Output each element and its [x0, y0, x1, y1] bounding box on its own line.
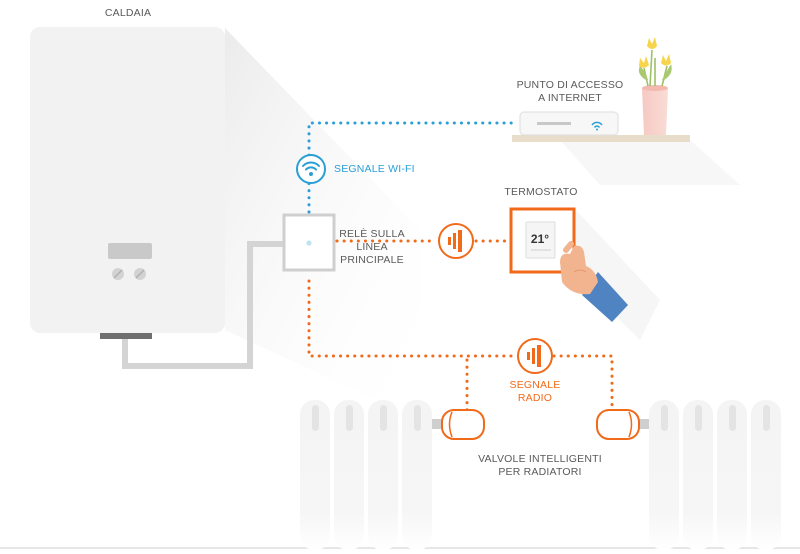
access-point-label: PUNTO DI ACCESSO A INTERNET	[500, 79, 640, 105]
relay-cable	[122, 241, 284, 369]
radio-signal-icon-valves	[517, 338, 553, 374]
radio-signal-label-line2: RADIO	[517, 392, 553, 404]
access-point-label-line2: A INTERNET	[538, 92, 602, 104]
router-slot	[537, 122, 571, 125]
boiler-display	[108, 243, 152, 259]
hand-illustration	[560, 241, 628, 322]
boiler-label: CALDAIA	[104, 7, 152, 19]
router-wifi-icon	[591, 121, 603, 131]
shelf	[512, 135, 690, 142]
radio-signal-icon-thermostat	[438, 223, 474, 259]
radiator-left	[300, 400, 432, 550]
valve-radio-line-left	[307, 279, 518, 358]
relay-label-line1: RELÈ SULLA	[339, 228, 405, 240]
radiator-left-pipe	[432, 419, 442, 429]
thermostat-label: TERMOSTATO	[504, 186, 578, 198]
boiler	[30, 27, 225, 333]
flower-vase	[638, 37, 672, 135]
smart-valve-right	[596, 409, 640, 440]
relay-label-line3: PRINCIPALE	[340, 254, 404, 266]
boiler-base-connector	[100, 333, 152, 339]
wifi-icon	[296, 154, 326, 184]
radio-signal-label: SEGNALE RADIO	[499, 379, 571, 405]
valves-label-line2: PER RADIATORI	[498, 466, 582, 478]
thermostat-screen	[525, 221, 556, 259]
thermostat-shadow	[574, 208, 660, 340]
access-point-label-line1: PUNTO DI ACCESSO	[516, 79, 624, 91]
wifi-signal-label: SEGNALE WI-FI	[334, 163, 415, 175]
thermostat-temperature: 21°	[531, 232, 549, 246]
radio-signal-label-line1: SEGNALE	[509, 379, 561, 391]
valves-label: VALVOLE INTELLIGENTI PER RADIATORI	[467, 453, 613, 479]
relay-label-line2: LINEA	[356, 241, 388, 253]
smart-valve-left	[441, 409, 485, 440]
radiator-right-pipe	[639, 419, 649, 429]
valve-radio-line-right	[552, 354, 614, 412]
radiator-right	[649, 400, 781, 550]
shelf-shadow	[560, 140, 740, 185]
boiler-knob-right	[134, 268, 146, 280]
relay-label: RELÈ SULLA LINEA PRINCIPALE	[336, 228, 408, 267]
boiler-knob-left	[112, 268, 124, 280]
valves-label-line1: VALVOLE INTELLIGENTI	[478, 453, 602, 465]
relay-led	[306, 240, 312, 246]
